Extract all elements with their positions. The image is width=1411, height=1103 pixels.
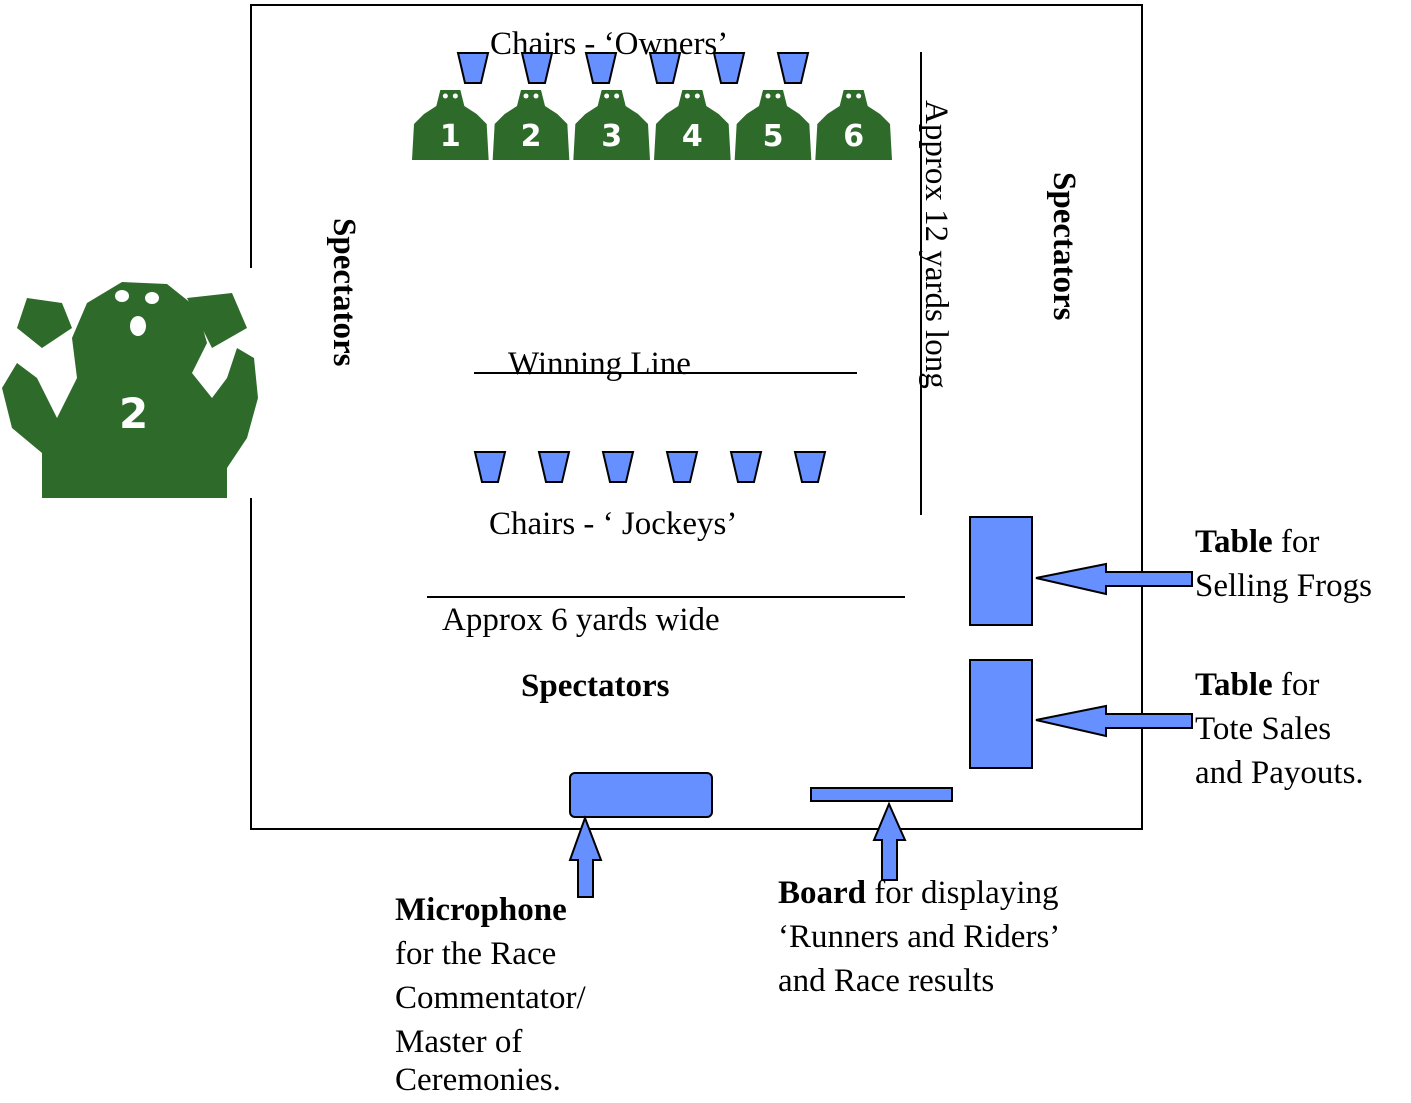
- length-label: Approx 12 yards long: [918, 100, 954, 389]
- table-tote-bold: Table: [1195, 667, 1273, 703]
- board-bold: Board: [778, 875, 867, 911]
- spectators-left-label: Spectators: [326, 218, 362, 367]
- frog-number: 6: [843, 119, 864, 154]
- table-tote-label-line3: and Payouts.: [1195, 755, 1364, 791]
- microphone-label-bold: Microphone: [395, 892, 567, 928]
- arrow-board: [872, 801, 907, 881]
- frog-number: 4: [682, 119, 703, 154]
- width-line: [427, 596, 905, 598]
- width-label: Approx 6 yards wide: [442, 602, 720, 638]
- length-line: [920, 52, 922, 515]
- microphone-label-line2: for the Race: [395, 936, 557, 972]
- owners-chairs-row: [456, 52, 810, 84]
- jockey-chair: [537, 451, 571, 483]
- microphone-label-line4: Master of: [395, 1024, 523, 1060]
- frog-cutout: 3: [573, 90, 650, 160]
- owner-chair: [520, 52, 554, 84]
- frog-number: 1: [440, 119, 461, 154]
- big-frog-number: 2: [119, 389, 148, 438]
- owner-chair: [584, 52, 618, 84]
- owner-chair: [648, 52, 682, 84]
- frog-number: 3: [601, 119, 622, 154]
- spectators-bottom-label: Spectators: [521, 668, 670, 704]
- results-board: [810, 787, 953, 802]
- table-tote-label-line1: Table for: [1195, 663, 1319, 707]
- table-tote-sales: [969, 659, 1033, 769]
- arrow-table-frogs: [1035, 562, 1193, 596]
- frog-cutout: 4: [654, 90, 731, 160]
- arrow-microphone: [568, 815, 603, 898]
- jockey-chair: [793, 451, 827, 483]
- microphone-label-line5: Ceremonies.: [395, 1062, 561, 1098]
- table-frogs-rest: for: [1272, 524, 1320, 560]
- frog-cutout: 1: [412, 90, 489, 160]
- owner-chair: [776, 52, 810, 84]
- winning-line-label: Winning Line: [508, 346, 691, 382]
- jockey-chair: [729, 451, 763, 483]
- frog-row: 1 2 3 4 5 6: [412, 90, 892, 160]
- table-tote-label-line2: Tote Sales: [1195, 711, 1332, 747]
- jockeys-chairs-label: Chairs - ‘ Jockeys’: [489, 506, 738, 542]
- frog-cutout: 5: [734, 90, 812, 160]
- table-frogs-label-line1: Table for: [1195, 520, 1319, 564]
- jockey-chair: [601, 451, 635, 483]
- board-label-line3: and Race results: [778, 963, 995, 999]
- frog-cutout: 2: [492, 90, 570, 160]
- owner-chair: [712, 52, 746, 84]
- table-frogs-label-line2: Selling Frogs: [1195, 568, 1372, 604]
- board-rest: for displaying: [866, 875, 1059, 911]
- board-label-line2: ‘Runners and Riders’: [778, 919, 1061, 955]
- frog-number: 2: [521, 119, 542, 154]
- jockeys-chairs-row: [473, 451, 827, 483]
- big-frog-image: 2: [2, 268, 258, 498]
- frog-cutout: 6: [815, 90, 892, 160]
- jockey-chair: [473, 451, 507, 483]
- spectators-right-label: Spectators: [1046, 172, 1082, 321]
- microphone-label-line3: Commentator/: [395, 980, 586, 1016]
- board-label-line1: Board for displaying: [778, 871, 1059, 915]
- table-selling-frogs: [969, 516, 1033, 626]
- frog-number: 5: [763, 119, 784, 154]
- owner-chair: [456, 52, 490, 84]
- jockey-chair: [665, 451, 699, 483]
- table-frogs-bold: Table: [1195, 524, 1273, 560]
- arrow-table-tote: [1035, 704, 1193, 738]
- winning-line: [474, 372, 857, 374]
- microphone: [569, 772, 713, 818]
- table-tote-rest: for: [1272, 667, 1320, 703]
